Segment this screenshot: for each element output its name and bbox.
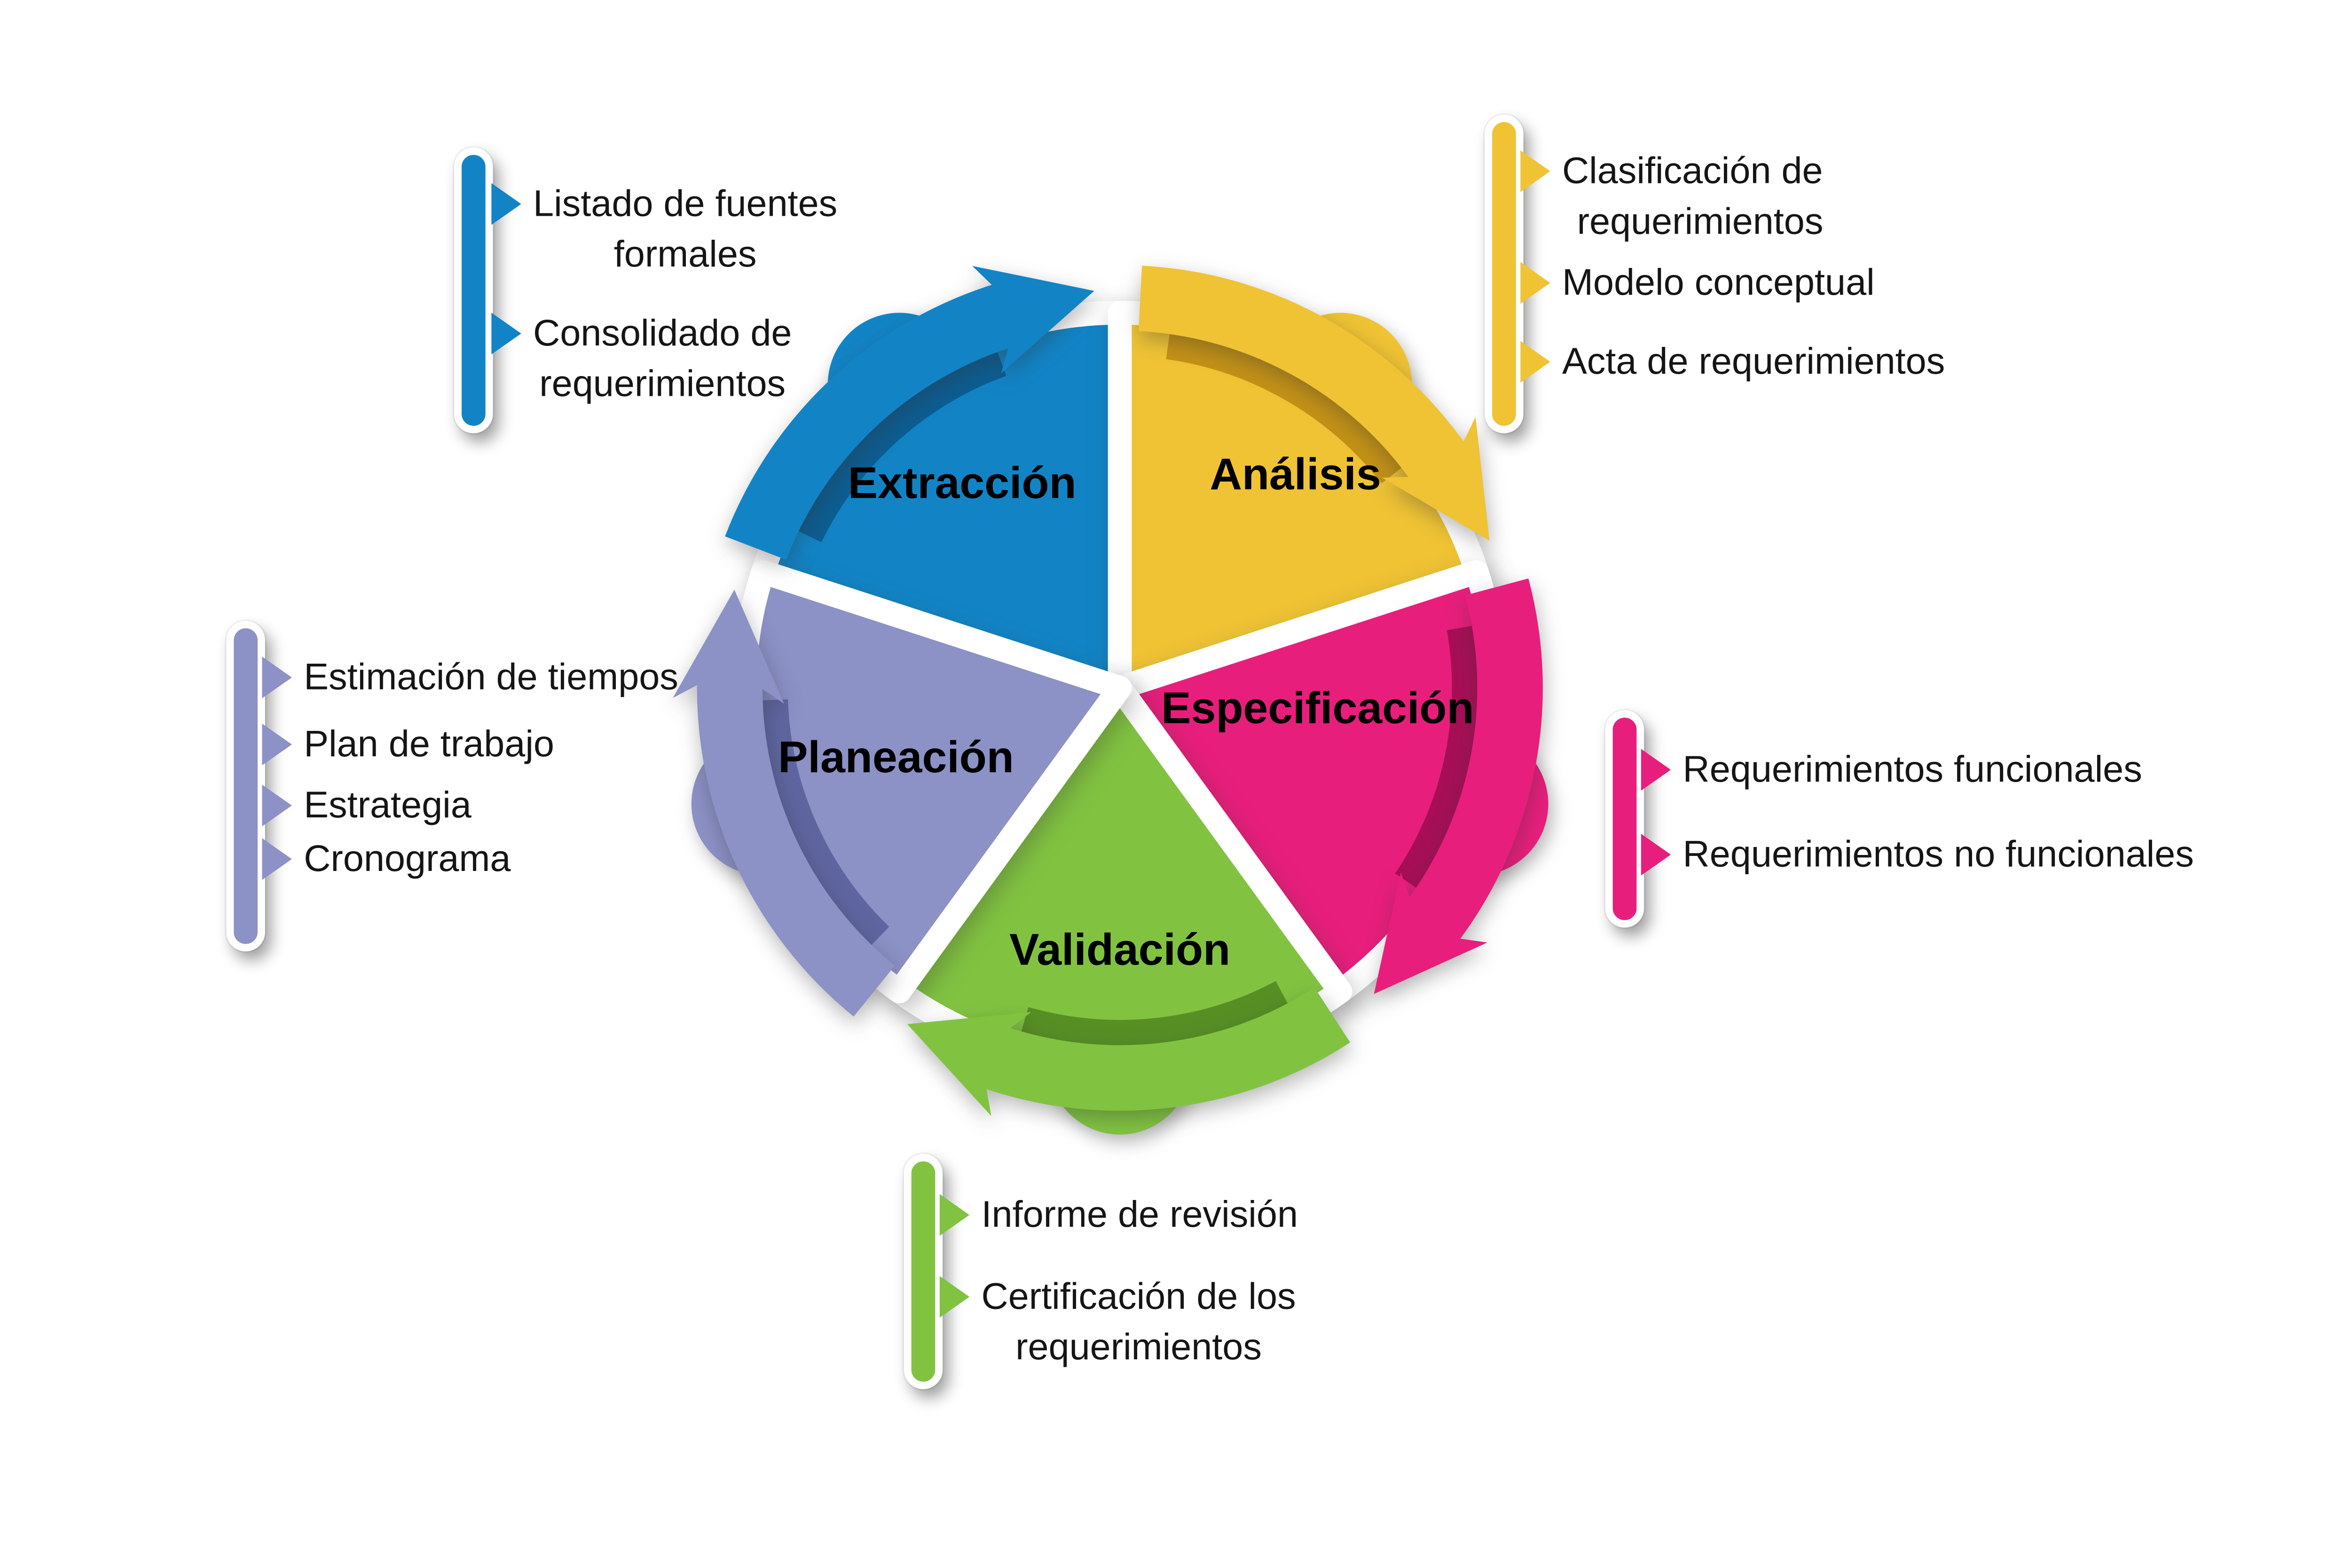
arrow-planeacion (673, 589, 895, 1017)
segment-label-especificacion: Especificación (1161, 683, 1474, 733)
segment-label-planeacion: Planeación (778, 732, 1014, 782)
segment-label-validacion: Validación (1009, 925, 1230, 974)
arrow-especificacion (1374, 578, 1543, 994)
arrow-extraccion (725, 266, 1094, 560)
segment-label-extraccion: Extracción (848, 458, 1077, 508)
label-layer: Extracción AnálisisEspecificaciónValidaci… (778, 449, 1474, 974)
segment-label-analisis: Análisis (1210, 449, 1381, 499)
arrow-validacion (907, 987, 1351, 1116)
arrow-analisis (1138, 266, 1490, 541)
arrow-layer (673, 266, 1543, 1116)
